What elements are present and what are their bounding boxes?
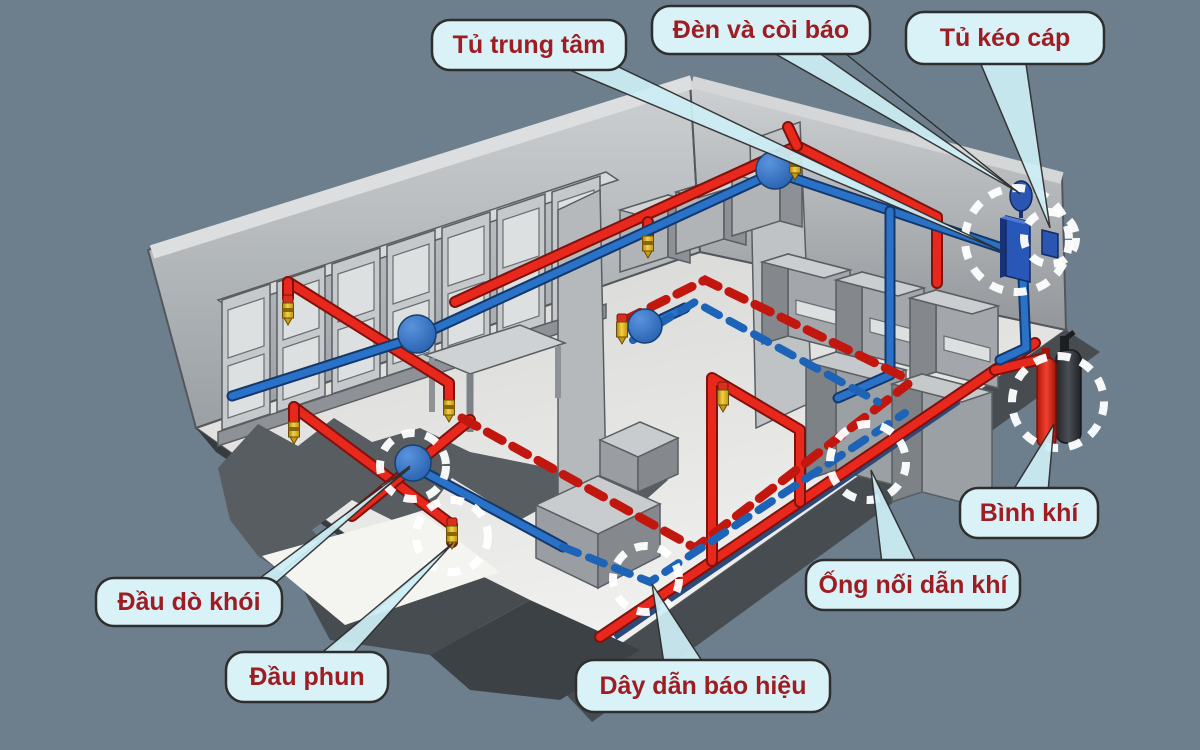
gas-cylinders-group [1036,330,1082,448]
alarm-and-cabinet-group [1000,180,1059,283]
smoke-detector-icon [627,308,663,344]
label-bubble-dau-phun [224,650,390,704]
label-ong-noi-dan-khi: Ống nối dẫn khí [819,569,1009,599]
label-bubble-den-va-coi-bao [650,4,872,56]
cylinder-valve-arm [1062,330,1076,342]
right-wall-top-cap [690,76,1064,184]
highlight-gas-connection [826,420,910,504]
highlight-cable-pull-box [1020,208,1080,268]
desk [422,324,568,432]
sprinkler-icon [616,313,628,346]
highlight-circles [376,184,1108,616]
interior-structures [422,120,1001,590]
sprinkler-icon [443,399,455,424]
label-den-va-coi-bao: Đèn và còi báo [673,16,849,44]
left-wall-top-cap [149,75,695,259]
label-dau-do-khoi: Đầu dò khói [117,588,260,616]
control-cabinet-top [1000,216,1030,224]
black-gas-cylinder [1055,349,1082,444]
label-tu-trung-tam: Tủ trung tâm [453,31,606,59]
label-bubble-binh-khi [958,486,1100,540]
highlight-control-cabinet [961,184,1073,296]
control-cabinet-side [1000,216,1006,278]
label-bubble-dau-do-khoi [94,576,284,628]
label-binh-khi: Bình khí [980,499,1080,527]
red-signal-wire-upper [620,274,915,385]
control-cabinet [1005,215,1031,283]
sprinkler-icon [288,421,300,446]
blue-signal-wire [559,409,909,587]
smoke-detector-icon [397,314,437,354]
label-tu-keo-cap: Tủ kéo cáp [940,24,1071,52]
labels: Tủ trung tâm Đèn và còi báo Tủ kéo cáp B… [94,4,1106,714]
label-bubble-day-dan-bao-hieu [574,658,832,714]
highlight-sprinkler [412,496,492,576]
cable-pull-box [1041,229,1059,259]
red-cylinder-valve [1042,348,1050,360]
cylinder-valve [1060,336,1069,352]
highlight-smoke-detector [376,429,450,503]
highlight-signal-wire [609,542,683,616]
sprinkler-icon [717,381,729,414]
sprinkler-icon [642,235,654,260]
sprinkler-nozzles [282,157,801,551]
sprinkler-icon [446,517,458,551]
sprinkler-icon [282,294,294,327]
label-tails [254,47,1055,665]
label-bubble-tu-trung-tam [430,18,628,72]
label-bubble-ong-noi-dan-khi [804,558,1022,612]
label-bubble-tu-keo-cap [904,10,1106,66]
label-day-dan-bao-hieu: Dây dẫn báo hiệu [600,670,807,700]
label-dau-phun: Đầu phun [249,663,364,691]
highlight-gas-cylinders [1008,352,1108,452]
